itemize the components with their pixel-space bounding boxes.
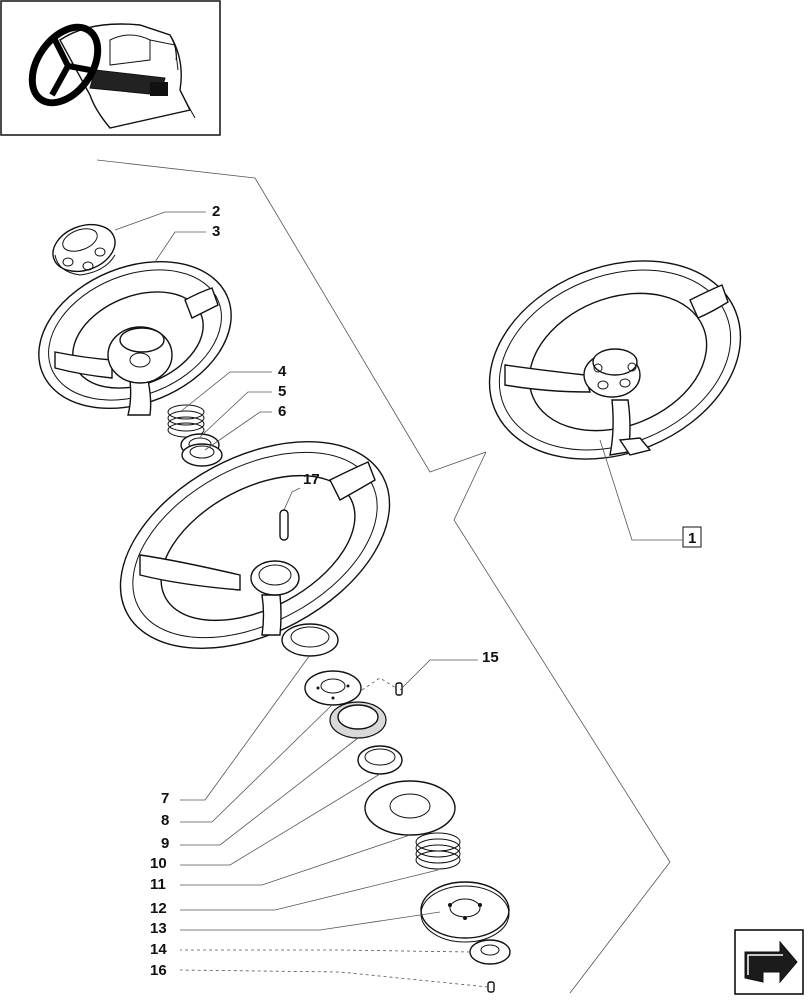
plate-part-8 — [304, 670, 362, 706]
callout-16: 16 — [150, 962, 167, 979]
steering-wheel-frame — [119, 440, 391, 650]
leader-lines — [114, 211, 682, 988]
locator-thumbnail — [0, 0, 221, 136]
stack-parts — [281, 623, 511, 993]
callout-8: 8 — [161, 812, 169, 829]
callout-11: 11 — [150, 876, 166, 893]
callout-6: 6 — [278, 403, 286, 420]
hub-part-13 — [420, 881, 510, 943]
spring-part-12 — [415, 832, 461, 870]
callout-17: 17 — [303, 471, 320, 488]
callout-2: 2 — [212, 203, 220, 220]
seal-part-7 — [281, 623, 339, 657]
screw-part-15 — [395, 682, 403, 696]
ring-part-9 — [329, 701, 387, 739]
callout-3: 3 — [212, 223, 220, 240]
cover-plate-part-11 — [364, 780, 456, 836]
callout-1: 1 — [688, 530, 696, 547]
callout-9: 9 — [161, 835, 169, 852]
pin-part-17 — [279, 509, 289, 541]
next-page-arrow-icon[interactable] — [734, 929, 804, 995]
steering-wheel-part — [38, 260, 232, 416]
callout-15: 15 — [482, 649, 499, 666]
callout-labels: 2 3 4 5 6 17 15 1 7 8 9 10 11 12 13 14 1… — [150, 203, 702, 979]
cab-steering-wheel-locator-icon — [28, 23, 196, 129]
bushing-part-6 — [181, 443, 223, 467]
screw-part-16 — [487, 981, 495, 993]
center-cap-part — [52, 223, 116, 276]
washer-part-14 — [469, 939, 511, 965]
callout-5: 5 — [278, 383, 286, 400]
callout-10: 10 — [150, 855, 167, 872]
spring-part-4 — [167, 404, 205, 438]
steering-wheel-assembly — [488, 260, 742, 460]
bearing-part-10 — [357, 745, 403, 775]
frame-lines — [96, 159, 671, 994]
callout-4: 4 — [278, 363, 287, 380]
callout-13: 13 — [150, 920, 167, 937]
callout-14: 14 — [150, 941, 167, 958]
callout-12: 12 — [150, 900, 167, 917]
callout-7: 7 — [161, 790, 169, 807]
